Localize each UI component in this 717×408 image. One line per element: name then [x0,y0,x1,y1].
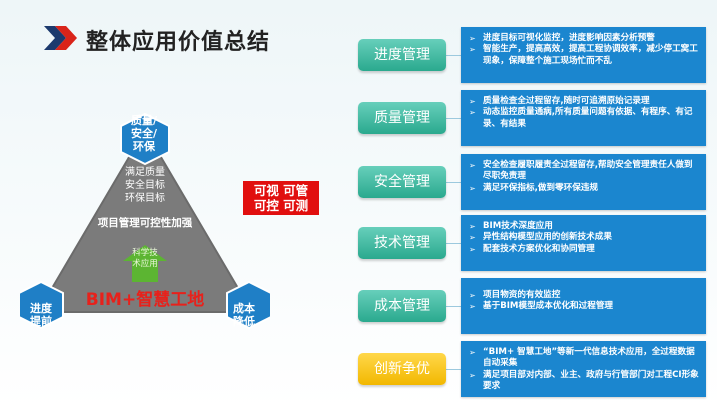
connector-line [446,182,461,183]
panel-item: 质量检查全过程留存,随时可追溯原始记录理 [469,96,700,108]
category-safety: 安全管理 [358,166,446,198]
highlight-box: 可视 可管 可控 可测 [243,181,319,215]
panel-quality: 质量检查全过程留存,随时可追溯原始记录理 动态监控质量通病,所有质量问题有依据、… [461,90,706,146]
page-title: 整体应用价值总结 [86,30,271,55]
category-cost: 成本管理 [358,290,446,322]
connector-line [446,118,461,119]
category-quality: 质量管理 [358,102,446,134]
goal-line: 安全目标 [125,180,165,191]
up-arrow-icon [123,245,167,282]
connector-line [446,55,461,56]
hex-node-quality-safety: 质量/ 安全/ 环保 [119,114,169,153]
panel-item: 满足环保指标,做到零环保违规 [469,183,700,195]
hex-line: 成本 降低 [233,302,255,328]
panel-item: BIM技术深度应用 [469,221,700,233]
panel-item: 满足项目部对内部、业主、政府与行管部门对工程CI形象要求 [469,370,700,393]
category-schedule: 进度管理 [358,39,446,71]
control-text: 项目管理可控性加强 [97,217,193,229]
panel-schedule: 进度目标可视化监控，进度影响因素分析预警 智能生产，提高高效，提高工程协调效率，… [461,27,706,83]
goal-line: 环保目标 [125,193,165,204]
panel-innovation: “BIM+ 智慧工地”等新一代信息技术应用，全过程数据自动采集 满足项目部对内部… [461,341,706,397]
connector-line [446,243,461,244]
highlight-line: 可视 可管 [253,183,309,198]
panel-item: 智能生产，提高高效，提高工程协调效率，减少停工窝工现象，保障整个施工现场忙而不乱 [469,44,700,67]
panel-item: 安全检查履职履责全过程留存,帮助安全管理责任人做到尽职免责理 [469,160,700,183]
double-chevron-logo-icon [44,26,77,50]
goals-text: 满足质量 安全目标 环保目标 [100,166,190,205]
panel-item: 配套技术方案优化和协同管理 [469,244,700,256]
panel-item: 进度目标可视化监控，进度影响因素分析预警 [469,33,700,45]
panel-item: 基于BIM模型成本优化和过程管理 [469,301,700,313]
value-triangle-diagram [20,112,270,330]
panel-technology: BIM技术深度应用 异性结构模型应用的创新技术成果 配套技术方案优化和协同管理 [461,215,706,271]
hex-line: 进度 提前 [30,302,52,328]
category-innovation: 创新争优 [358,353,446,385]
highlight-line: 可控 可测 [253,198,309,213]
arrow-label: 科学技 术应用 [132,248,158,269]
panel-item: 项目物资的有效监控 [469,290,700,302]
category-technology: 技术管理 [358,227,446,259]
bim-smart-site-label: BIM+智慧工地 [85,290,205,310]
panel-item: 动态监控质量通病,所有质量问题有依据、有程序、有记录、有结果 [469,107,700,130]
panel-cost: 项目物资的有效监控 基于BIM模型成本优化和过程管理 [461,278,706,334]
goal-line: 满足质量 [125,167,165,178]
panel-safety: 安全检查履职履责全过程留存,帮助安全管理责任人做到尽职免责理 满足环保指标,做到… [461,154,706,210]
connector-line [446,369,461,370]
connector-line [446,306,461,307]
hex-node-cost: 成本 降低 [224,302,264,328]
hex-line: 质量/ 安全/ 环保 [130,114,158,153]
panel-item: “BIM+ 智慧工地”等新一代信息技术应用，全过程数据自动采集 [469,347,700,370]
hex-node-schedule: 进度 提前 [21,302,61,328]
panel-item: 异性结构模型应用的创新技术成果 [469,232,700,244]
